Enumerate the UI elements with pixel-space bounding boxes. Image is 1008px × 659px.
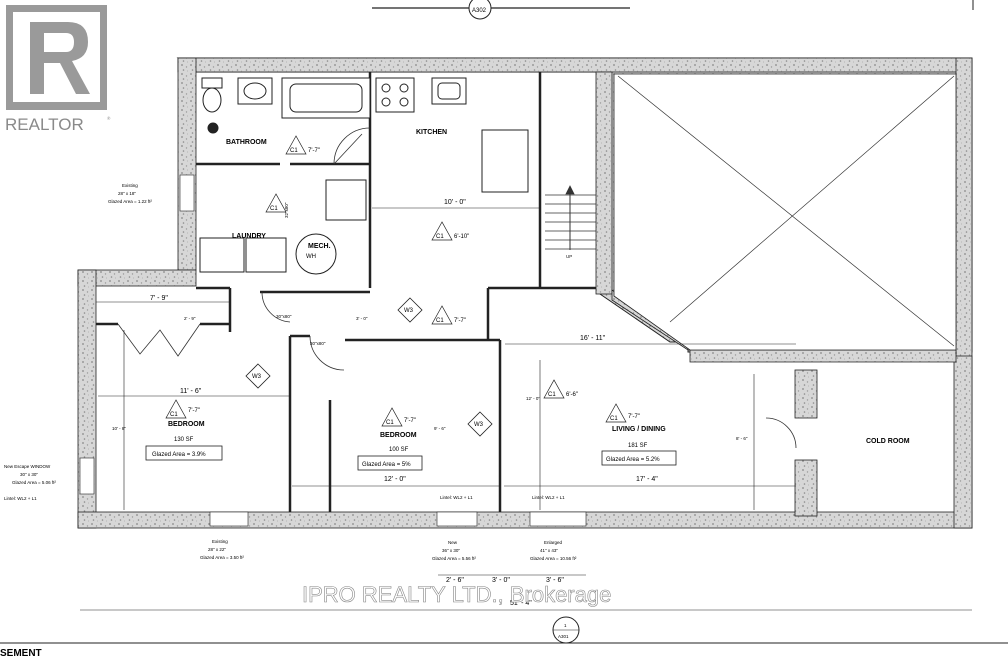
room-mech: MECH.	[308, 243, 331, 250]
lintel-3: Lintel: WL2 + L1	[4, 496, 37, 501]
living-glazed-box	[601, 450, 677, 466]
hall-c1-tag: C1	[436, 318, 444, 324]
bedroom2-door-label: 30"x80"	[310, 341, 326, 346]
stove	[375, 77, 415, 113]
washer	[199, 237, 245, 273]
bottom-window-glazed: Glazed Area = 3.50 ft²	[200, 555, 244, 560]
lintel-1: Lintel: WL2 + L1	[440, 495, 473, 500]
overall-width-dim: 51' - 4"	[510, 600, 532, 607]
fixtures	[199, 77, 529, 275]
dimension-lines	[80, 207, 972, 611]
bathroom-c1-tag: C1	[290, 148, 298, 154]
living-glazed: Glazed Area = 5.2%	[606, 457, 660, 463]
wall-type-tags	[245, 297, 493, 437]
bedroom2-ceiling: 7'-7"	[404, 418, 416, 424]
living-ceiling-2: 6'-6"	[566, 392, 578, 398]
lintel-2: Lintel: WL2 + L1	[532, 495, 565, 500]
stairs: UP	[545, 185, 596, 259]
bedroom1-depth-dim: 10' - 8"	[112, 426, 126, 431]
left-window-size: 28" x 18"	[118, 191, 136, 196]
bottom-dim-3: 3' - 6"	[546, 577, 564, 584]
escape-window-glazed: Glazed Area = 5.06 ft²	[12, 480, 56, 485]
bottom-dim-2: 3' - 0"	[492, 577, 510, 584]
living-ceiling: 7'-7"	[628, 414, 640, 420]
section-marker-top: A302	[372, 0, 974, 20]
living-depth-dim: 12' - 0"	[526, 396, 540, 401]
kitchen-ceiling: 6'-10"	[454, 234, 469, 240]
ceiling-tags	[165, 135, 627, 427]
enlarged-window-size: 41" x 43"	[540, 548, 558, 553]
registered-mark: ®	[107, 115, 111, 121]
left-window-title: Existing	[122, 183, 138, 188]
room-laundry: LAUNDRY	[232, 233, 266, 240]
w3-tag-1: W3	[404, 308, 414, 314]
fridge	[481, 129, 529, 193]
bedroom2-glazed: Glazed Area = 5%	[362, 462, 411, 468]
laundry-c1-tag: C1	[270, 206, 278, 212]
section-marker-bottom: 1 A301	[0, 616, 1008, 644]
furnace	[325, 179, 367, 221]
bedroom1-c1-tag: C1	[170, 412, 178, 418]
new-window-title: New	[448, 540, 458, 545]
living-c1-tag-b: C1	[610, 416, 618, 422]
bedroom1-closet-depth: 2' - 9"	[184, 316, 196, 321]
section-marker-bottom-label: A301	[558, 634, 569, 639]
bedroom1-glazed: Glazed Area = 3.9%	[152, 452, 206, 458]
bathroom-ceiling: 7'-7"	[308, 148, 320, 154]
bedroom1-glazed-box	[145, 445, 223, 461]
bottom-window-size: 28" x 22"	[208, 547, 226, 552]
room-cold-room: COLD ROOM	[866, 438, 910, 445]
stair-up-label: UP	[566, 254, 572, 259]
unexcavated-area	[613, 73, 957, 351]
living-area: 181 SF	[628, 443, 648, 449]
room-living-dining: LIVING / DINING	[612, 426, 666, 433]
dryer	[245, 237, 287, 273]
living-c1-tag-a: C1	[548, 392, 556, 398]
bedroom2-glazed-box	[357, 455, 423, 471]
section-marker-bottom-num: 1	[564, 623, 567, 628]
room-kitchen: KITCHEN	[416, 129, 447, 136]
w3-tag-2: W3	[252, 374, 262, 380]
realtor-text: REALTOR	[5, 115, 84, 134]
toilet	[202, 87, 222, 113]
enlarged-window-glazed: Glazed Area = 10.56 ft²	[530, 556, 577, 561]
enlarged-window-title: Enlarged	[544, 540, 563, 545]
bedroom2-depth-dim: 9' - 6"	[434, 426, 446, 431]
realtor-logo: REALTOR ®	[5, 5, 111, 134]
kitchen-width-dim: 10' - 0"	[444, 199, 466, 206]
doors	[117, 127, 797, 449]
room-bedroom-1: BEDROOM	[168, 421, 205, 428]
bottom-window-title: Existing	[212, 539, 228, 544]
hall-ceiling: 7'-7"	[454, 318, 466, 324]
escape-window-size: 30" x 30"	[20, 472, 38, 477]
section-marker-top-label: A302	[472, 8, 487, 14]
brokerage-watermark: IPRO REALTY LTD., Brokerage	[302, 582, 611, 607]
room-bathroom: BATHROOM	[226, 139, 267, 146]
water-heater-label: WH	[306, 254, 316, 260]
hall-depth-dim: 3' - 0"	[356, 316, 368, 321]
bedroom2-c1-tag: C1	[386, 420, 394, 426]
cold-room-depth-dim: 8' - 6"	[736, 436, 748, 441]
hall-door-label: 30"x80"	[276, 314, 292, 319]
new-window-glazed: Glazed Area = 5.56 ft²	[432, 556, 476, 561]
living-width-dim: 17' - 4"	[636, 476, 658, 483]
kitchen-c1-tag: C1	[436, 234, 444, 240]
bedroom1-width-dim: 11' - 6"	[180, 388, 202, 395]
bedroom1-closet-dim: 7' - 9"	[150, 295, 168, 302]
bedroom2-width-dim: 12' - 0"	[384, 476, 406, 483]
escape-window-title: New Escape WINDOW	[4, 464, 51, 469]
living-span-dim: 16' - 11"	[580, 335, 606, 342]
bedroom1-ceiling: 7'-7"	[188, 408, 200, 414]
water-heater	[295, 233, 337, 275]
new-window-size: 36" x 30"	[442, 548, 460, 553]
left-window-glazed: Glazed Area = 1.22 ft²	[108, 199, 152, 204]
sheet-title: SEMENT	[0, 648, 42, 659]
laundry-door-label: 32"x80"	[284, 202, 289, 218]
w3-tag-3: W3	[474, 422, 484, 428]
room-bedroom-2: BEDROOM	[380, 432, 417, 439]
bottom-dim-1: 2' - 6"	[446, 577, 464, 584]
bedroom1-area: 130 SF	[174, 437, 194, 443]
bedroom2-area: 100 SF	[389, 447, 409, 453]
